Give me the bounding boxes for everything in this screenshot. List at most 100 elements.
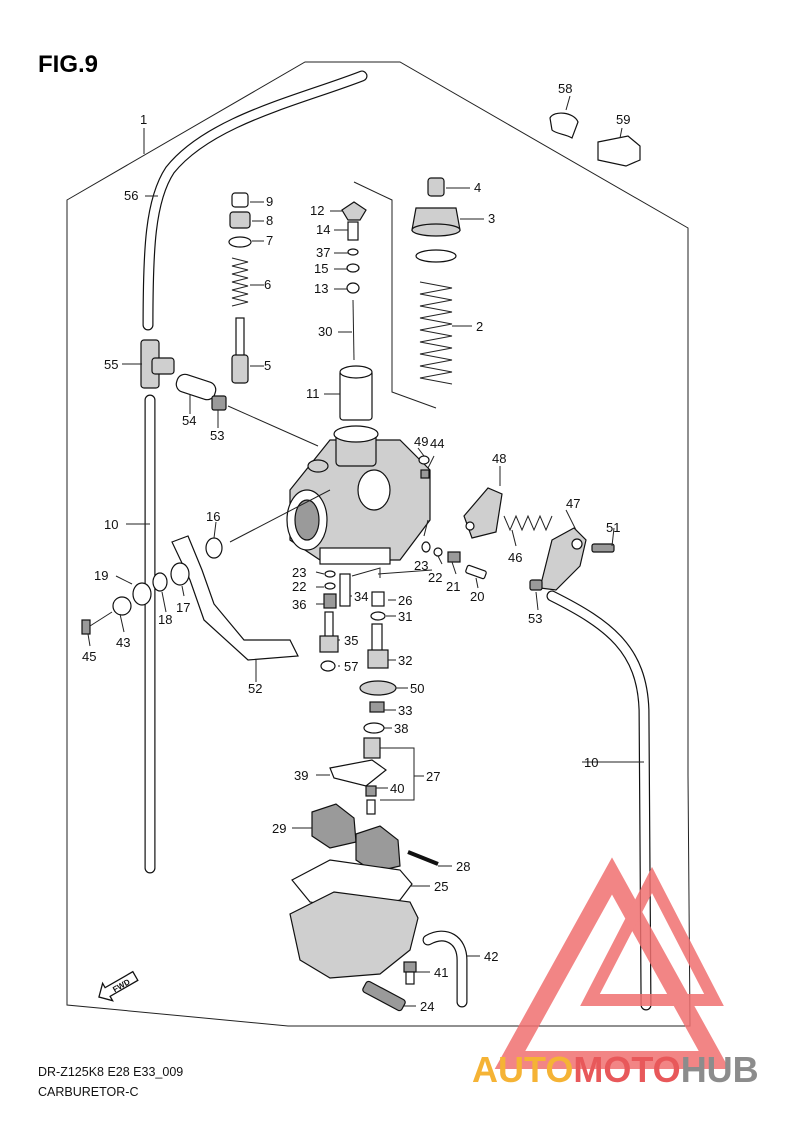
callout-46: 46 — [508, 550, 522, 565]
footer-model-code: DR-Z125K8 E28 E33_009 — [38, 1065, 183, 1079]
pin-28 — [407, 850, 439, 866]
callout-12: 12 — [310, 203, 324, 218]
starter-plunger-stack — [228, 192, 252, 384]
callout-48: 48 — [492, 451, 506, 466]
callout-30: 30 — [318, 324, 332, 339]
hose-10-right-inner — [547, 591, 651, 1010]
drain-screw-24 — [362, 980, 406, 1012]
clamp-59 — [597, 135, 641, 167]
figure-title: FIG.9 — [38, 51, 98, 78]
callout-37: 37 — [316, 245, 330, 260]
callout-27: 27 — [426, 769, 440, 784]
callout-22-right: 22 — [428, 570, 442, 585]
plate-39 — [329, 759, 387, 787]
callout-39: 39 — [294, 768, 308, 783]
diagram-boundary — [66, 61, 691, 1027]
callout-51: 51 — [606, 520, 620, 535]
callout-14: 14 — [316, 222, 330, 237]
callout-8: 8 — [266, 213, 273, 228]
callout-36: 36 — [292, 597, 306, 612]
callout-35: 35 — [344, 633, 358, 648]
callout-5: 5 — [264, 358, 271, 373]
carburetor-body — [286, 425, 431, 565]
callout-15: 15 — [314, 261, 328, 276]
bracket-52 — [171, 535, 299, 661]
callout-42: 42 — [484, 949, 498, 964]
callout-43: 43 — [116, 635, 130, 650]
screw-41 — [403, 961, 417, 985]
callout-49: 49 — [414, 434, 428, 449]
callout-34: 34 — [354, 589, 368, 604]
float-chamber — [289, 891, 419, 979]
callout-6: 6 — [264, 277, 271, 292]
hose-56-inner — [143, 71, 367, 330]
callout-33: 33 — [398, 703, 412, 718]
watermark-part-auto: AUTO — [472, 1049, 573, 1090]
callout-4: 4 — [474, 180, 481, 195]
callout-38: 38 — [394, 721, 408, 736]
callout-52: 52 — [248, 681, 262, 696]
callout-57: 57 — [344, 659, 358, 674]
screw-51 — [591, 543, 615, 553]
clamp-58 — [549, 112, 579, 139]
watermark-text: AUTOMOTOHUB — [472, 1049, 759, 1090]
callout-10-right: 10 — [584, 755, 598, 770]
callout-18: 18 — [158, 612, 172, 627]
callout-10-left: 10 — [104, 517, 118, 532]
callout-21: 21 — [446, 579, 460, 594]
callout-19: 19 — [94, 568, 108, 583]
callout-24: 24 — [420, 999, 434, 1014]
callout-29: 29 — [272, 821, 286, 836]
throttle-cover-48 — [463, 487, 503, 539]
callout-26: 26 — [398, 593, 412, 608]
callout-53-left: 53 — [210, 428, 224, 443]
tee-joint-55 — [140, 339, 175, 389]
spring-46 — [503, 514, 553, 532]
callout-56: 56 — [124, 188, 138, 203]
throttle-valve-stack — [339, 201, 373, 421]
callout-41: 41 — [434, 965, 448, 980]
small-parts-right — [418, 455, 543, 591]
callout-32: 32 — [398, 653, 412, 668]
callout-2: 2 — [476, 319, 483, 334]
hose-42-inner — [423, 931, 467, 1007]
callout-7: 7 — [266, 233, 273, 248]
callout-44: 44 — [430, 436, 444, 451]
leader-lines — [87, 95, 644, 1007]
callout-25: 25 — [434, 879, 448, 894]
screw-40 — [365, 785, 377, 815]
callout-40: 40 — [390, 781, 404, 796]
callout-28: 28 — [456, 859, 470, 874]
footer-diagram-name: CARBURETOR-C — [38, 1085, 138, 1099]
callout-22-left: 22 — [292, 579, 306, 594]
callout-3: 3 — [488, 211, 495, 226]
float-29 — [311, 803, 401, 873]
callout-11: 11 — [306, 386, 320, 401]
callout-50: 50 — [410, 681, 424, 696]
callout-13: 13 — [314, 281, 328, 296]
watermark-part-moto: MOTO — [573, 1049, 680, 1090]
watermark-logo-icon — [494, 857, 730, 1069]
callout-58: 58 — [558, 81, 572, 96]
callout-55: 55 — [104, 357, 118, 372]
callout-23-right: 23 — [414, 558, 428, 573]
washers-left — [81, 537, 223, 635]
callout-54: 54 — [182, 413, 196, 428]
callout-20: 20 — [470, 589, 484, 604]
callout-1: 1 — [140, 112, 147, 127]
throttle-lever-47 — [539, 527, 587, 591]
pipe-54 — [175, 373, 217, 401]
callout-47: 47 — [566, 496, 580, 511]
callout-53-right: 53 — [528, 611, 542, 626]
callout-9: 9 — [266, 194, 273, 209]
top-cap-spring — [411, 177, 461, 385]
callout-16: 16 — [206, 509, 220, 524]
fwd-arrow-icon: FWD — [98, 970, 139, 1002]
clip-53-left — [211, 395, 227, 411]
watermark-part-hub: HUB — [681, 1049, 759, 1090]
callout-23-left: 23 — [292, 565, 306, 580]
callout-17: 17 — [176, 600, 190, 615]
callout-45: 45 — [82, 649, 96, 664]
callout-31: 31 — [398, 609, 412, 624]
